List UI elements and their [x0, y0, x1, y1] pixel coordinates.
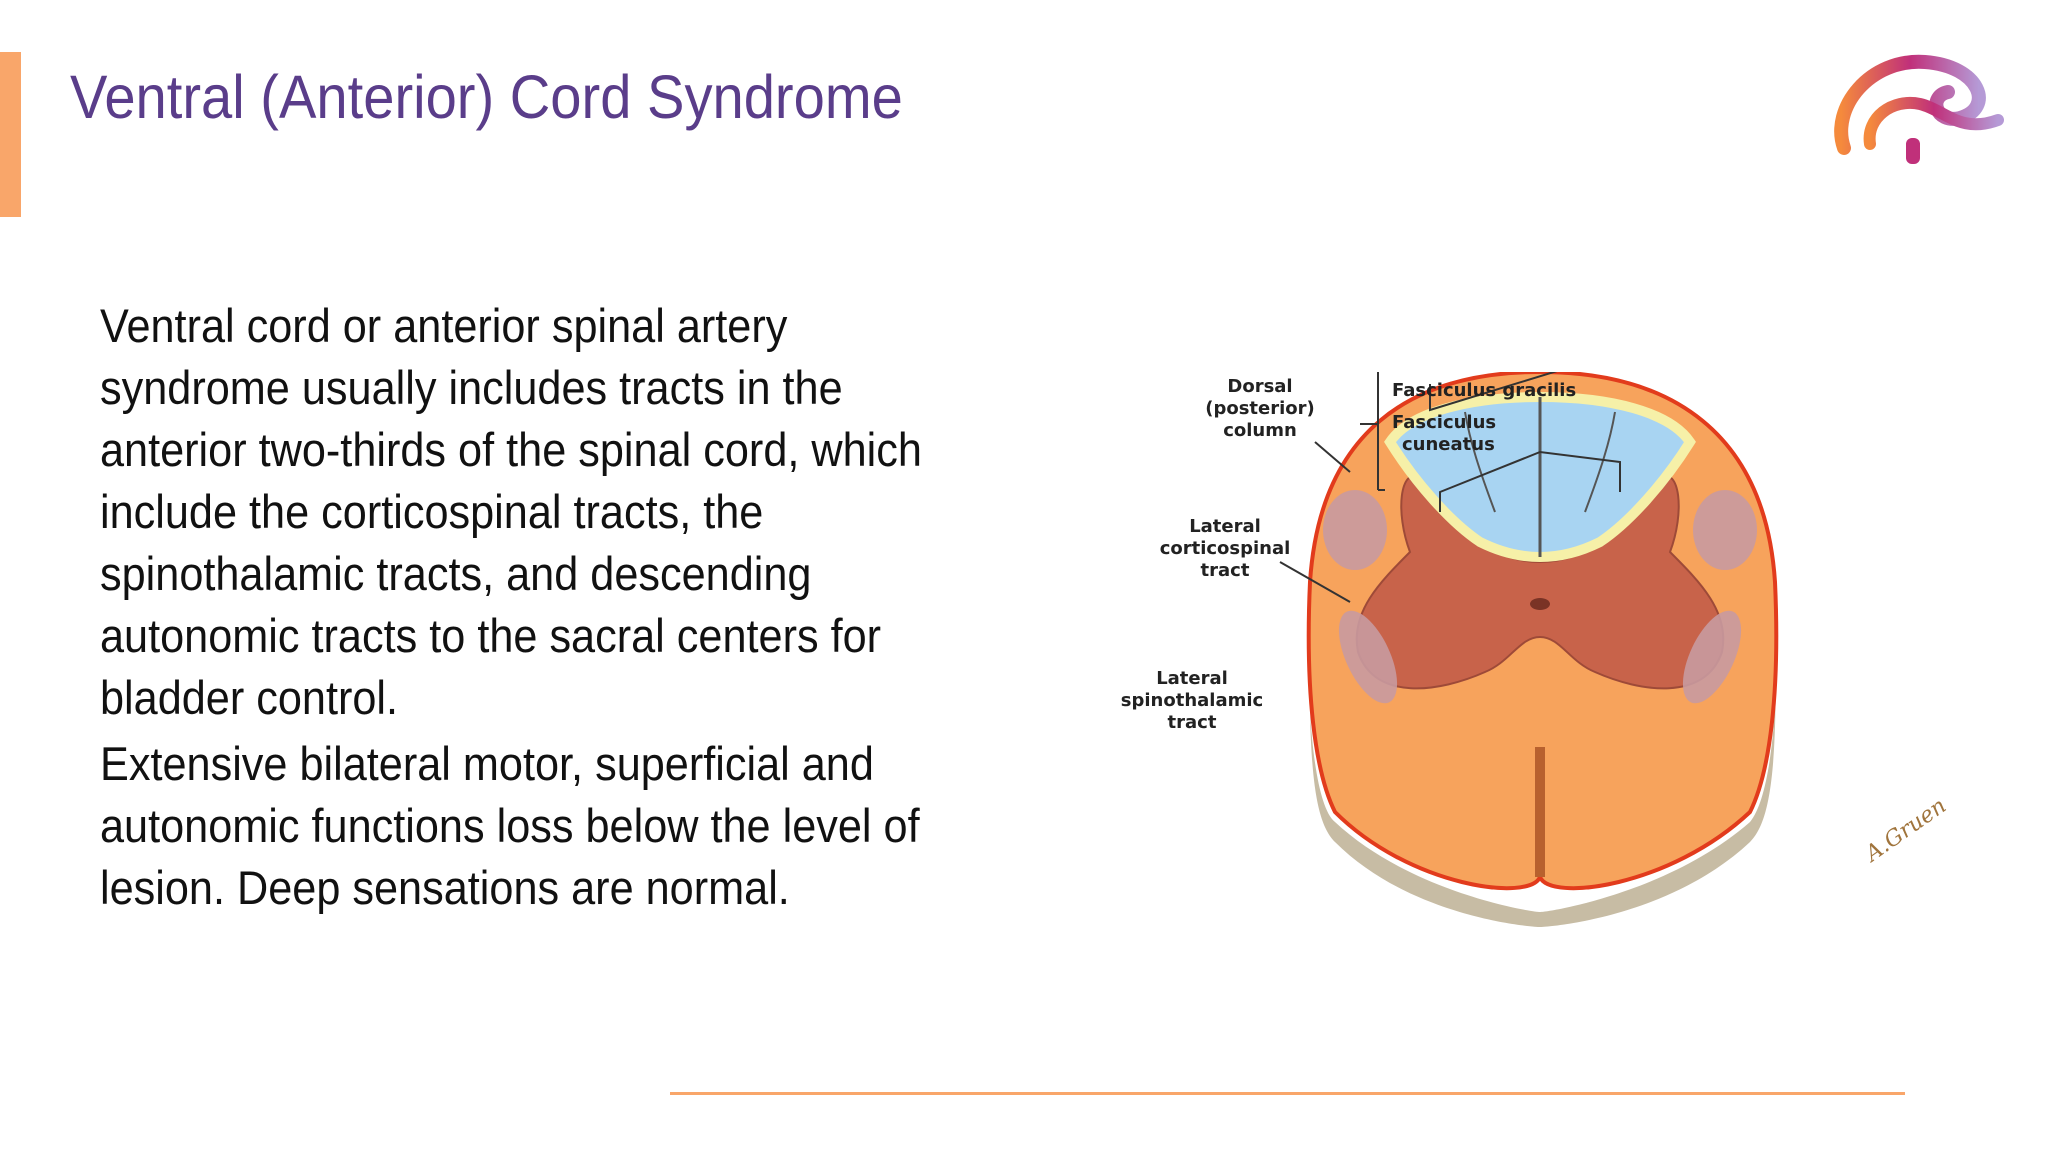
- label-dorsal-2: (posterior): [1205, 398, 1315, 419]
- label-lstt-2: spinothalamic: [1121, 690, 1263, 711]
- gray-matter: [1355, 474, 1725, 690]
- slide-title: Ventral (Anterior) Cord Syndrome: [70, 63, 903, 131]
- label-fasciculus-gracilis: Fasciculus gracilis: [1392, 380, 1576, 401]
- artist-signature: A.Gruen: [1859, 793, 1951, 868]
- label-lcst-2: corticospinal: [1160, 538, 1291, 559]
- label-lcst-1: Lateral: [1189, 516, 1261, 537]
- right-spinothalamic-tract: [1682, 610, 1742, 704]
- footer-divider: [670, 1092, 1905, 1095]
- label-dorsal-3: column: [1223, 420, 1297, 441]
- label-lstt-3: tract: [1168, 712, 1217, 733]
- label-lstt-1: Lateral: [1156, 668, 1228, 689]
- label-fasciculus-cuneatus-2: cuneatus: [1402, 434, 1495, 455]
- left-corticospinal-tract: [1323, 490, 1387, 570]
- accent-bar: [0, 52, 21, 217]
- right-corticospinal-tract: [1693, 490, 1757, 570]
- label-dorsal-1: Dorsal: [1227, 376, 1292, 397]
- label-fasciculus-cuneatus-1: Fasciculus: [1392, 412, 1496, 433]
- paragraph-1: Ventral cord or anterior spinal artery s…: [100, 299, 922, 724]
- brand-logo-icon: [1834, 54, 2004, 164]
- body-text: Ventral cord or anterior spinal artery s…: [100, 295, 983, 923]
- spinal-cord-diagram: Dorsal (posterior) column Fasciculus gra…: [1121, 372, 1951, 927]
- paragraph-2: Extensive bilateral motor, superficial a…: [100, 737, 920, 914]
- label-lcst-3: tract: [1201, 560, 1250, 581]
- left-spinothalamic-tract: [1338, 610, 1398, 704]
